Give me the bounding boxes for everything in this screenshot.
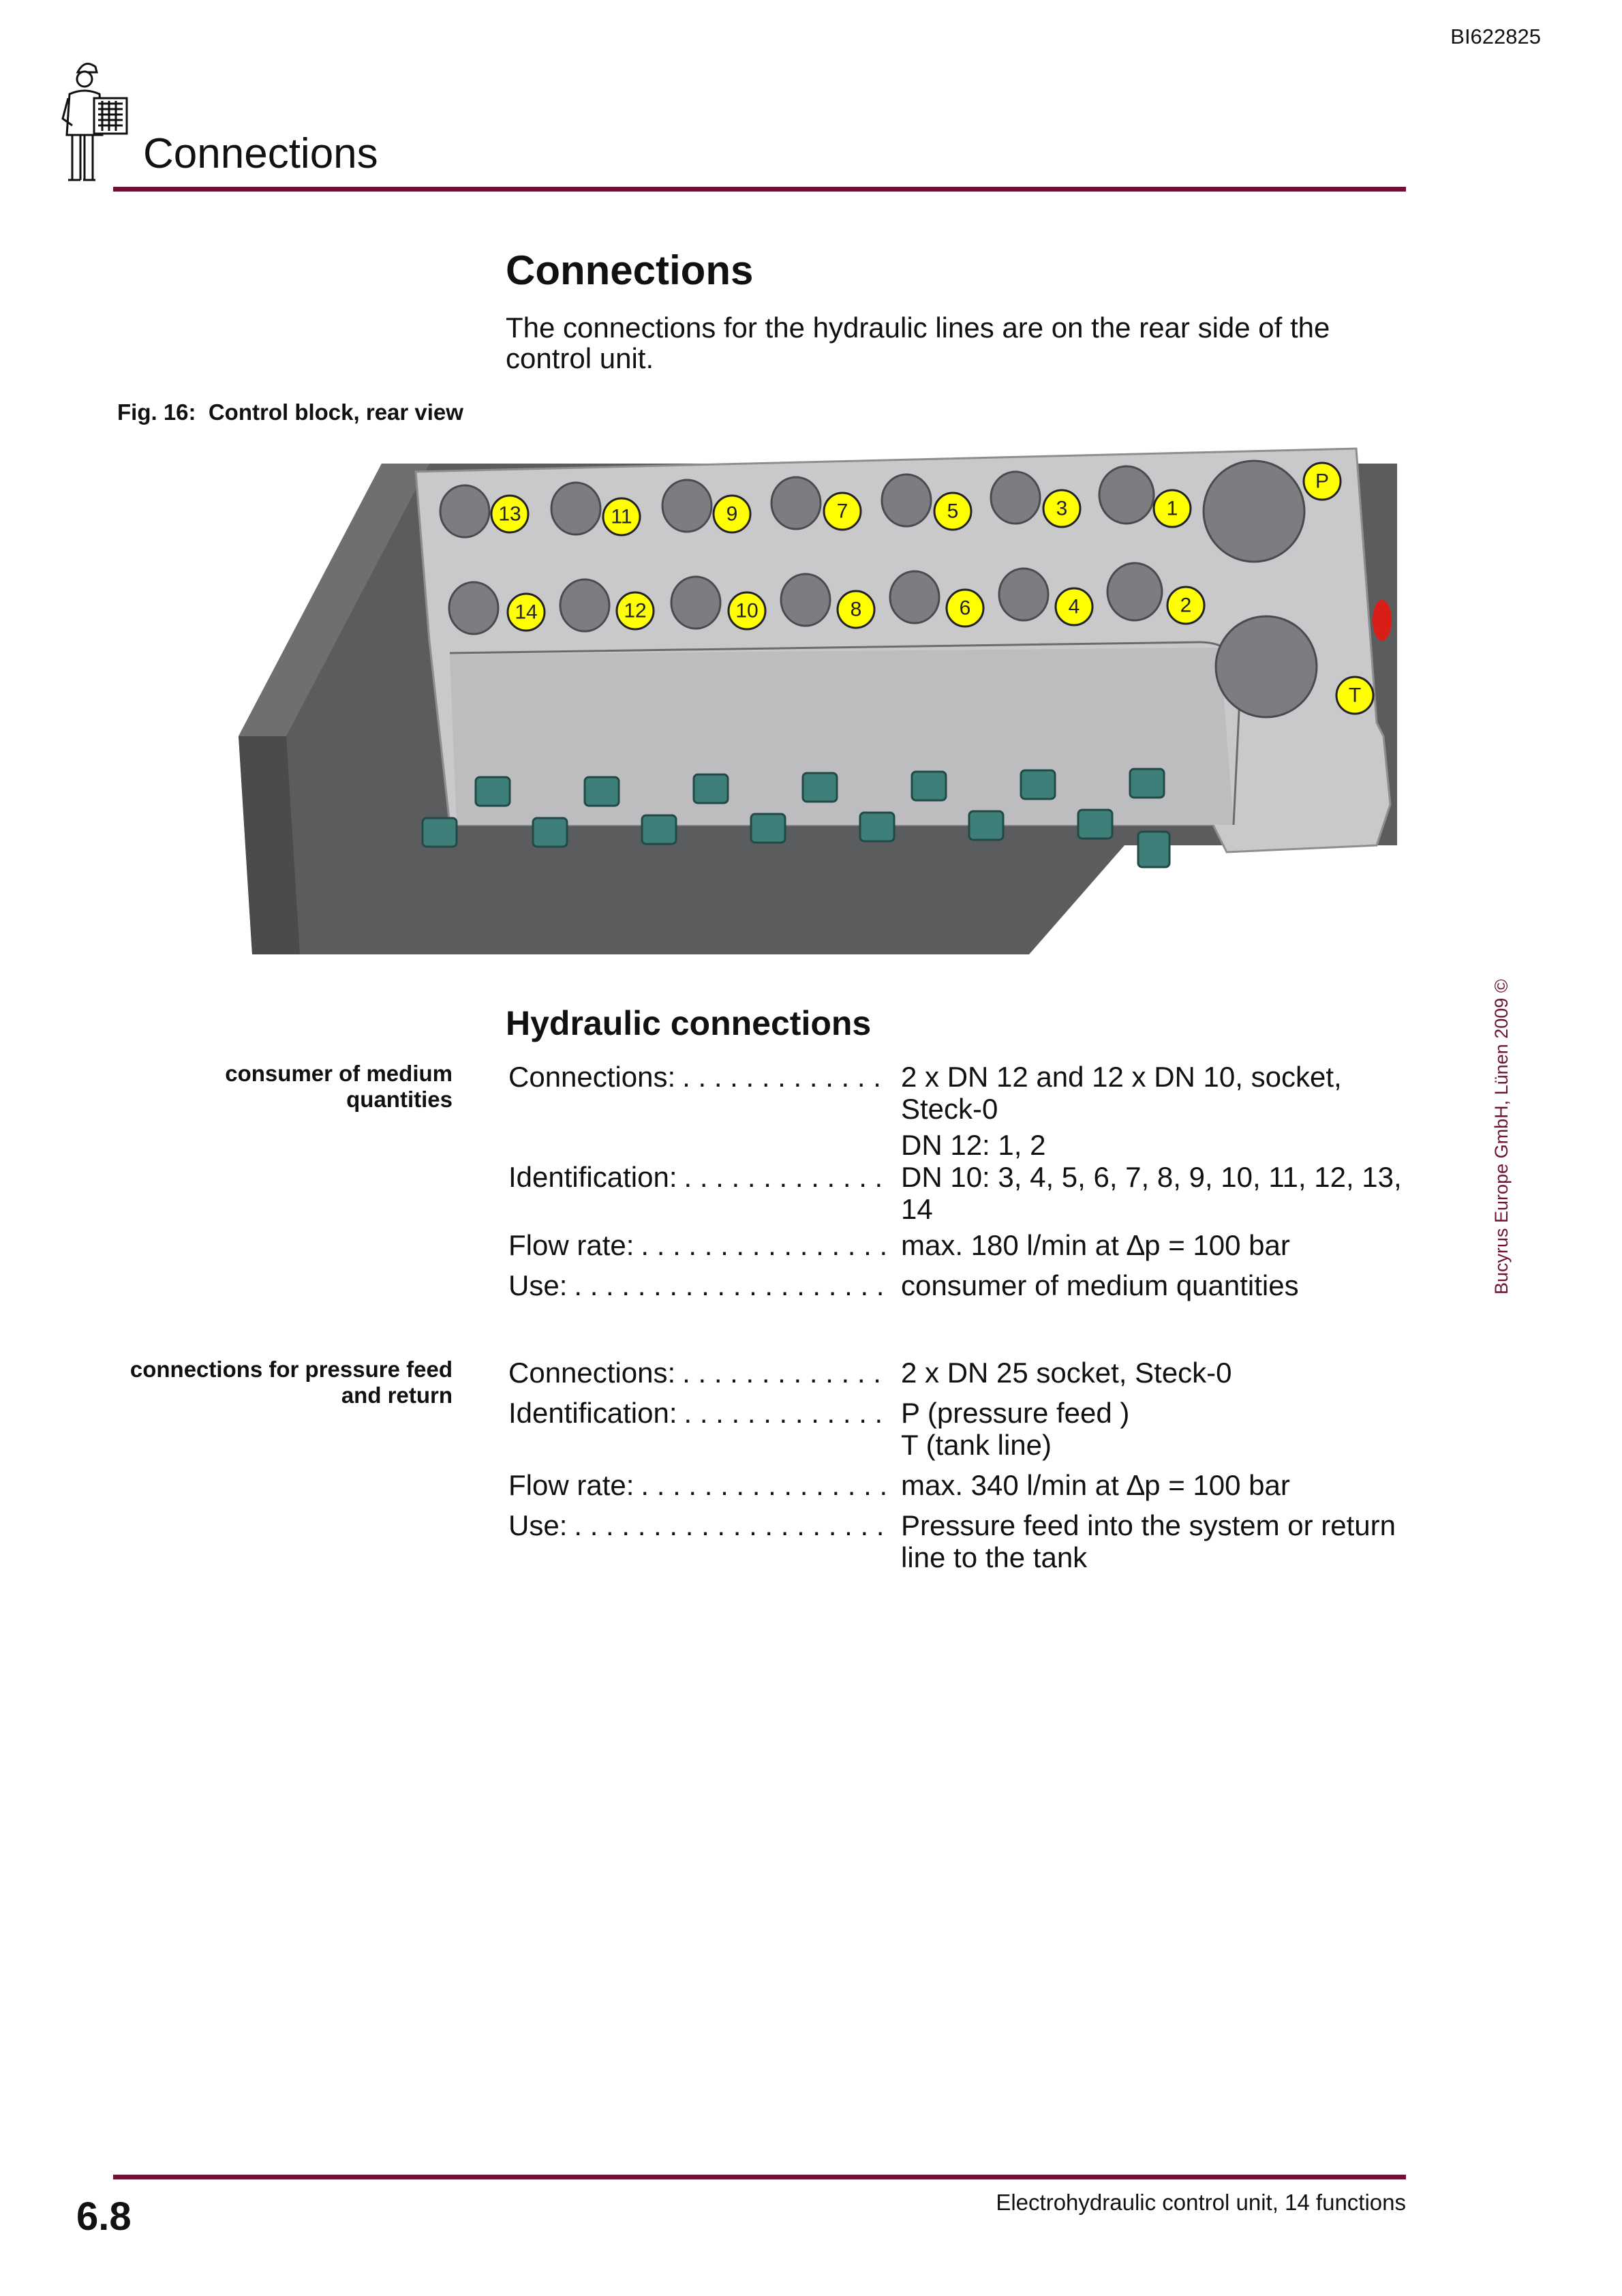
spec-row: Connections: 2 x DN 25 socket, Steck-0 xyxy=(508,1357,1422,1389)
callout-label: 11 xyxy=(611,506,632,528)
copyright-notice: Bucyrus Europe GmbH, Lünen 2009 © xyxy=(1491,979,1524,1316)
callout-label: 12 xyxy=(624,600,646,622)
spec-label: Connections: xyxy=(508,1357,676,1389)
spec-label: Use: xyxy=(508,1269,568,1301)
spec-value: consumer of medium quantities xyxy=(901,1269,1299,1301)
callout-row-bottom: 14 12 10 8 6 4 2 T xyxy=(506,586,1375,715)
copyright-symbol: © xyxy=(1491,979,1512,993)
spec-label: Connections: xyxy=(508,1061,676,1093)
spec-label: Use: xyxy=(508,1509,568,1541)
callout-label: 9 xyxy=(726,503,738,526)
copyright-text: Bucyrus Europe GmbH, Lünen 2009 © xyxy=(1491,979,1512,1295)
spec-row: Flow rate: max. 340 l/min at ∆p = 100 ba… xyxy=(508,1469,1422,1501)
spec-label: Flow rate: xyxy=(508,1229,634,1261)
header-title: Connections xyxy=(143,130,378,177)
callout-label: P xyxy=(1315,470,1329,493)
header-divider xyxy=(113,187,1406,192)
spec-label: Identification: xyxy=(508,1397,677,1429)
callout-label: 2 xyxy=(1180,594,1192,617)
spec-row: Flow rate: max. 180 l/min at ∆p = 100 ba… xyxy=(508,1229,1422,1261)
figure-caption: Fig. 16: Control block, rear view xyxy=(117,399,463,425)
callout-label: 3 xyxy=(1056,498,1068,520)
spec-row: Use: Pressure feed into the system or re… xyxy=(508,1509,1422,1573)
document-id: BI622825 xyxy=(1450,25,1541,48)
spec-group-medium: Connections: 2 x DN 12 and 12 x DN 10, s… xyxy=(508,1061,1422,1301)
spec-row: Use: consumer of medium quantities xyxy=(508,1269,1422,1301)
spec-value: Pressure feed into the system or return … xyxy=(901,1509,1396,1573)
callout-row-top: 13 11 9 7 5 3 1 P xyxy=(490,462,1342,537)
spec-label: Identification: xyxy=(508,1161,677,1193)
hydraulic-connections-title: Hydraulic connections xyxy=(506,1004,872,1042)
spec-value: 2 x DN 25 socket, Steck-0 xyxy=(901,1357,1232,1389)
page-number: 6.8 xyxy=(76,2194,132,2239)
callout-label: 14 xyxy=(515,601,537,624)
callout-label: 7 xyxy=(837,500,848,523)
callout-label: 5 xyxy=(947,500,959,523)
callout-label: 6 xyxy=(960,597,971,620)
footer-divider xyxy=(113,2175,1406,2179)
spec-value: DN 10: 3, 4, 5, 6, 7, 8, 9, 10, 11, 12, … xyxy=(901,1161,1402,1225)
footer-text: Electrohydraulic control unit, 14 functi… xyxy=(996,2190,1406,2215)
spec-value: max. 180 l/min at ∆p = 100 bar xyxy=(901,1229,1290,1261)
callout-label: T xyxy=(1349,684,1361,707)
side-label-medium: consumer of medium quantities xyxy=(225,1061,453,1112)
spec-value: P (pressure feed ) xyxy=(901,1397,1130,1429)
spec-value: DN 12: 1, 2 xyxy=(901,1129,1046,1161)
spec-value: 2 x DN 12 and 12 x DN 10, socket, Steck-… xyxy=(901,1061,1342,1125)
callout-label: 8 xyxy=(851,599,862,621)
intro-text: The connections for the hydraulic lines … xyxy=(506,312,1330,374)
spec-value: max. 340 l/min at ∆p = 100 bar xyxy=(901,1469,1290,1501)
spec-row: Identification: P (pressure feed ) T (ta… xyxy=(508,1397,1422,1461)
callout-label: 1 xyxy=(1167,498,1178,520)
spec-row: Connections: 2 x DN 12 and 12 x DN 10, s… xyxy=(508,1061,1422,1125)
callout-label: 10 xyxy=(735,600,758,622)
spec-group-pressure: Connections: 2 x DN 25 socket, Steck-0 I… xyxy=(508,1357,1422,1573)
side-label-pressure: connections for pressure feed and return xyxy=(129,1357,453,1408)
spec-row: Identification: DN 12: 1, 2 DN 10: 3, 4,… xyxy=(508,1129,1422,1225)
control-block-figure: 13 11 9 7 5 3 1 P 14 12 10 8 6 4 2 T xyxy=(239,447,1397,954)
callout-label: 13 xyxy=(498,503,521,526)
callout-label: 4 xyxy=(1069,596,1080,618)
technician-icon xyxy=(61,63,128,181)
section-title: Connections xyxy=(506,247,754,293)
spec-value: T (tank line) xyxy=(901,1429,1052,1461)
spec-label: Flow rate: xyxy=(508,1469,634,1501)
